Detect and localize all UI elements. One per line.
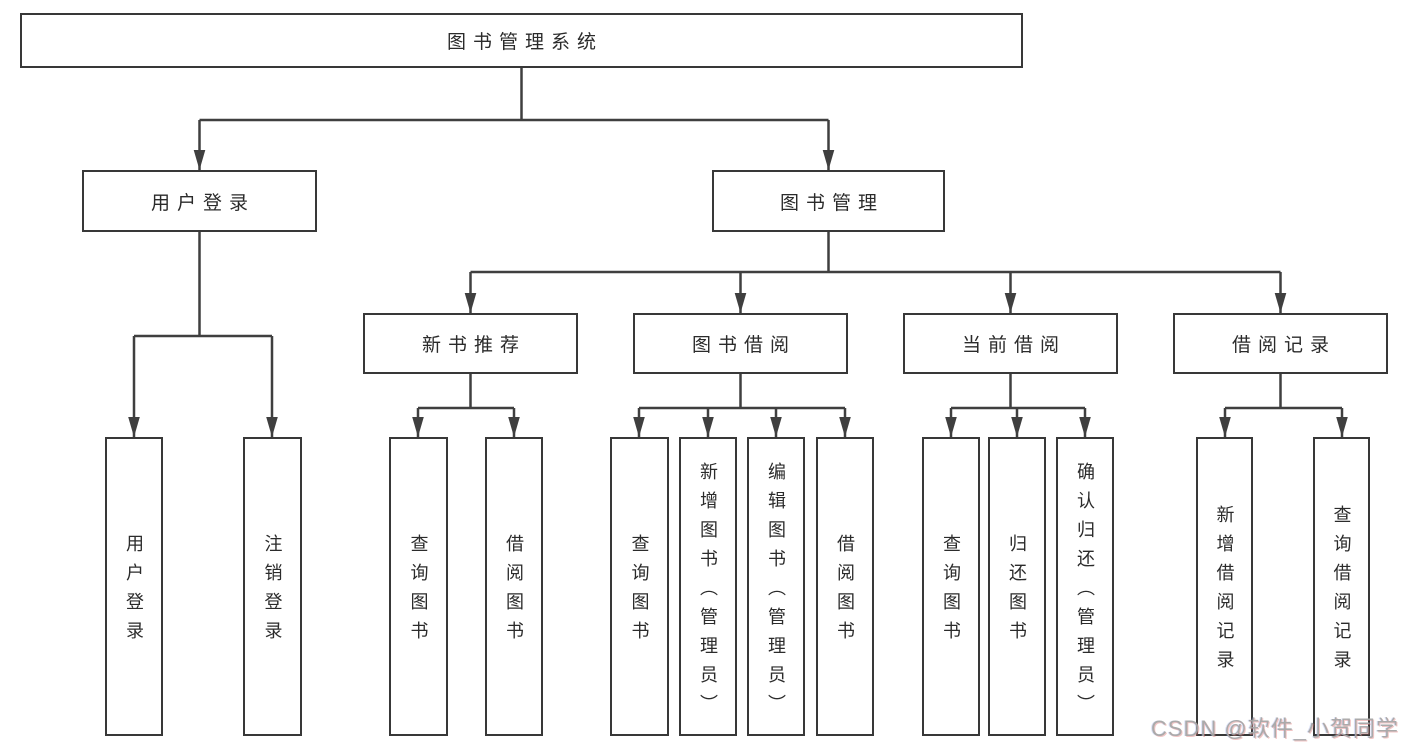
leaf-label: 确认归还（管理员） [1075,461,1095,723]
leaf-confirm-return-admin: 确认归还（管理员） [1056,437,1114,736]
node-library-management-system: 图书管理系统 [20,13,1023,68]
leaf-label: 借阅图书 [504,534,524,650]
node-book-management: 图书管理 [712,170,945,232]
connector-group [128,68,1348,437]
leaf-label: 编辑图书（管理员） [766,461,786,723]
leaf-add-book-admin: 新增图书（管理员） [679,437,737,736]
leaf-query-books-borrowing: 查询图书 [610,437,669,736]
leaf-return-books: 归还图书 [988,437,1046,736]
node-new-book-recommend: 新书推荐 [363,313,578,374]
leaf-query-borrow-record: 查询借阅记录 [1313,437,1370,736]
node-current-borrowing: 当前借阅 [903,313,1118,374]
leaf-logout: 注销登录 [243,437,302,736]
leaf-label: 归还图书 [1007,534,1027,650]
csdn-watermark: CSDN @软件_小贺同学 [1150,716,1399,741]
leaf-label: 查询图书 [408,534,429,650]
leaf-label: 查询借阅记录 [1331,505,1352,679]
leaf-label: 借阅图书 [835,534,855,650]
leaf-edit-book-admin: 编辑图书（管理员） [747,437,805,736]
leaf-user-login: 用户登录 [105,437,163,736]
leaf-label: 查询图书 [629,534,650,650]
leaf-borrow-books-recommend: 借阅图书 [485,437,543,736]
leaf-query-books-recommend: 查询图书 [389,437,448,736]
leaf-label: 新增图书（管理员） [698,461,718,723]
node-borrow-records: 借阅记录 [1173,313,1388,374]
leaf-add-borrow-record: 新增借阅记录 [1196,437,1253,736]
leaf-label: 用户登录 [124,534,144,650]
leaf-query-books-current: 查询图书 [922,437,980,736]
leaf-label: 查询图书 [941,534,961,650]
leaf-label: 注销登录 [262,534,283,650]
leaf-borrow-books-borrowing: 借阅图书 [816,437,874,736]
leaf-label: 新增借阅记录 [1214,505,1235,679]
node-book-borrowing: 图书借阅 [633,313,848,374]
node-user-login: 用户登录 [82,170,317,232]
